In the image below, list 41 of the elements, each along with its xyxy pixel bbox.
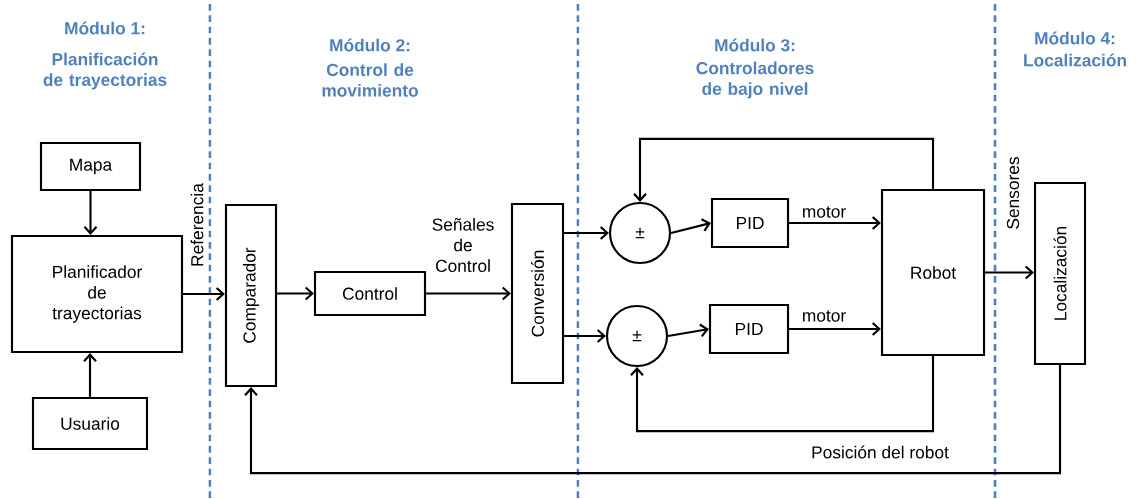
process-box: PID <box>708 303 790 355</box>
summing-junction: ± <box>608 201 672 265</box>
arrow <box>83 191 98 235</box>
process-box: Usuario <box>31 396 149 451</box>
arrow <box>667 323 709 338</box>
arrow <box>630 356 935 433</box>
arrow <box>985 265 1034 280</box>
arrow <box>564 226 609 240</box>
module-title: Controladores de bajo nivel <box>696 61 814 99</box>
arrow <box>183 287 225 301</box>
edge-label: Señales de Control <box>428 216 498 274</box>
arrow <box>426 286 511 301</box>
process-box: Conversión <box>510 202 565 385</box>
module-title: Control de movimiento <box>322 63 418 97</box>
edge-label: Referencia <box>189 181 205 269</box>
module-title: Módulo 4: <box>1035 31 1115 45</box>
module-title: Planificación de trayectorias <box>43 52 167 90</box>
arrow <box>670 218 711 235</box>
edge-label: motor <box>800 309 848 324</box>
edge-label: motor <box>800 205 848 219</box>
arrow <box>789 216 881 230</box>
module-title: Módulo 2: <box>330 38 410 52</box>
arrow <box>277 286 314 301</box>
edge-label: Sensores <box>1005 155 1021 231</box>
process-box: Mapa <box>39 141 142 192</box>
process-box: Planificador de trayectorias <box>10 234 184 354</box>
summing-junction: ± <box>605 304 669 368</box>
arrow <box>633 137 935 202</box>
module-title: Localización <box>1024 53 1126 67</box>
process-box: PID <box>710 197 790 249</box>
arrow <box>564 329 606 343</box>
arrow <box>244 365 1062 475</box>
process-box: Robot <box>880 188 986 357</box>
module-title: Módulo 1: <box>65 21 145 35</box>
arrow <box>83 353 97 397</box>
signal-label: Posición del robot <box>812 445 949 459</box>
process-box: Localización <box>1033 181 1087 366</box>
arrow <box>789 322 881 336</box>
process-box: Control <box>313 270 427 317</box>
process-box: Comparador <box>224 203 278 388</box>
module-title: Módulo 3: <box>715 38 795 52</box>
